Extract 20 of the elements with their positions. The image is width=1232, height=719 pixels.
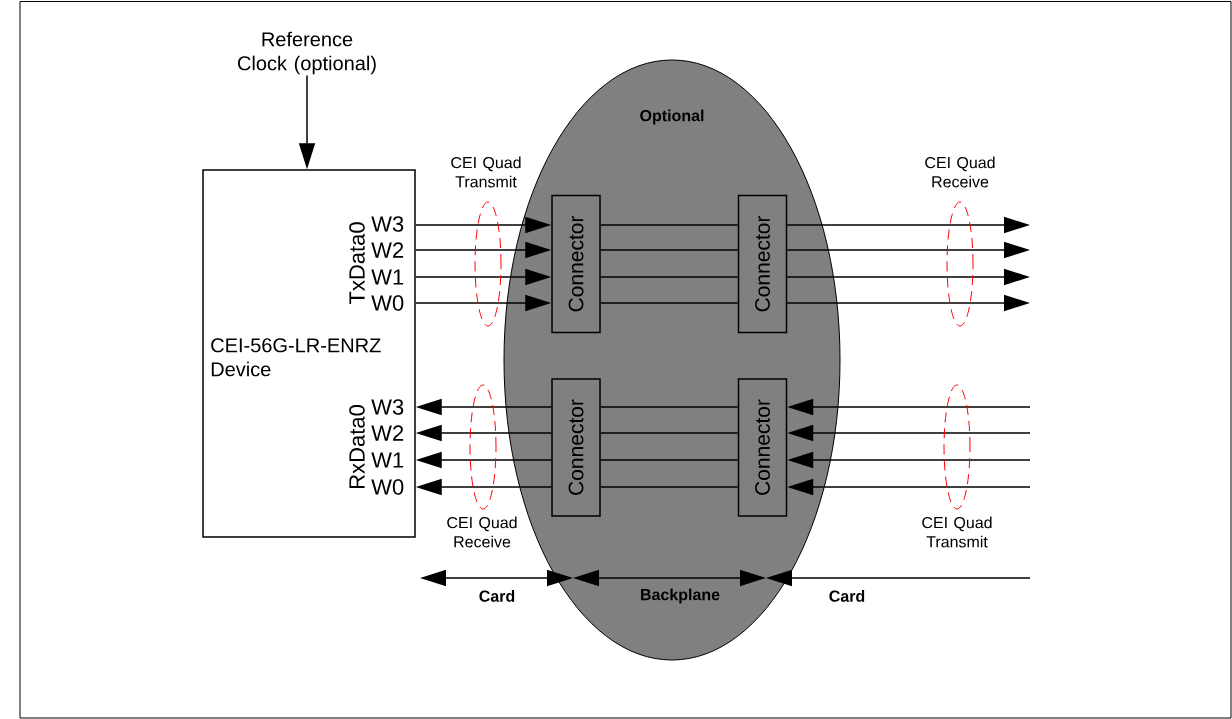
- bus-label: RxData0: [349, 405, 365, 488]
- connector-box: Connector: [551, 378, 601, 517]
- lane-label: W2: [371, 242, 404, 258]
- clock-label: Reference Clock (optional): [238, 31, 376, 75]
- bus-label: TxData0: [349, 222, 365, 305]
- lane-label: W0: [371, 479, 404, 495]
- lane-label: W3: [371, 216, 404, 232]
- lane-group-drawing: CEI Quad Transmit: [922, 384, 992, 548]
- connector-box: Connector: [551, 194, 601, 334]
- dimension-label: Backplane: [641, 588, 720, 604]
- lane-label: W1: [371, 452, 404, 468]
- lane-label: W3: [371, 399, 404, 415]
- device-label: CEI-56G-LR-ENRZ Device: [211, 338, 381, 377]
- lane-label: W1: [371, 269, 404, 285]
- lane-group-drawing: CEI Quad Receive: [925, 156, 995, 327]
- connector-box: Connector: [737, 194, 788, 334]
- lane-label: W0: [371, 295, 404, 311]
- connector-box: Connector: [737, 378, 788, 517]
- lane-label: W2: [371, 425, 404, 441]
- device-box: [202, 169, 416, 538]
